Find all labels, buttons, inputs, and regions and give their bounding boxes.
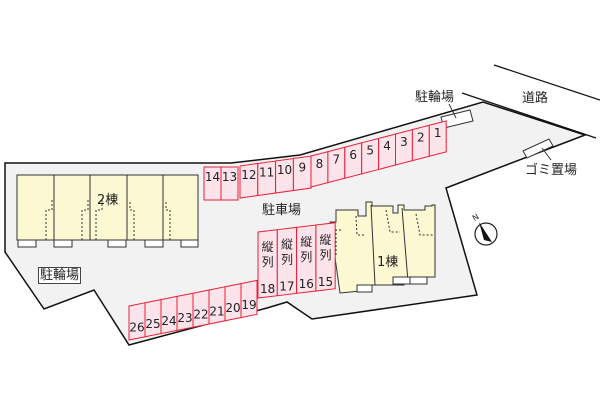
parking-space-number: 17 xyxy=(279,280,294,294)
parking-space-number: 22 xyxy=(193,308,208,322)
parking-space-note: 縦 xyxy=(262,240,274,254)
parking-space: 2 xyxy=(411,124,430,162)
road-label: 道路 xyxy=(522,91,549,106)
parking-space: 11 xyxy=(257,160,277,197)
parking-space-outline xyxy=(292,155,312,192)
parking-space-number: 4 xyxy=(383,139,391,153)
parking-space-number: 18 xyxy=(260,282,275,296)
parking-space-number: 15 xyxy=(318,275,333,289)
parking-space: 15 縦列 xyxy=(315,222,336,292)
parking-space-number: 12 xyxy=(241,168,256,182)
parking-space-number: 24 xyxy=(161,314,176,328)
parking-space: 1 xyxy=(428,120,447,157)
parking-space-outline xyxy=(428,120,447,157)
parking-space: 8 xyxy=(310,150,329,188)
parking-space-number: 16 xyxy=(299,277,314,291)
parking-space-number: 11 xyxy=(259,165,274,179)
garbage-box xyxy=(522,138,554,161)
parking-space-note: 列 xyxy=(281,253,293,267)
parking-space-number: 8 xyxy=(316,157,324,171)
parking-space-number: 23 xyxy=(177,311,192,325)
parking-space: 4 xyxy=(378,133,396,171)
parking-space: 21 xyxy=(208,286,226,325)
parking-space: 18 縦列 xyxy=(257,229,278,299)
parking-space: 12 xyxy=(239,162,259,199)
parking-space: 7 xyxy=(327,146,346,184)
parking-space: 20 xyxy=(224,282,242,322)
road-edge-near xyxy=(461,92,597,139)
parking-space-note: 列 xyxy=(262,255,274,269)
road-edge-far xyxy=(493,64,600,101)
parking-space-number: 6 xyxy=(349,148,357,162)
parking-space: 14 xyxy=(203,166,222,201)
parking-space-number: 13 xyxy=(222,170,237,184)
parking-space-number: 21 xyxy=(209,304,224,318)
parking-space-number: 5 xyxy=(366,144,374,158)
parking-space: 26 xyxy=(128,302,146,341)
garbage-label: ゴミ置場 xyxy=(525,163,578,178)
parking-space-number: 1 xyxy=(434,126,442,140)
building-2-label: 2棟 xyxy=(97,193,119,208)
parking-space: 24 xyxy=(160,295,178,335)
parking-space-outline xyxy=(220,166,239,201)
lot-outline xyxy=(4,101,588,346)
building-1-label: 1棟 xyxy=(377,255,399,270)
parking-space: 6 xyxy=(344,142,363,179)
parking-space-note: 縦 xyxy=(281,238,293,252)
parking-space: 10 xyxy=(275,157,294,194)
parking-space: 19 xyxy=(240,279,258,319)
building-1 xyxy=(329,201,436,294)
parking-label: 駐車場 xyxy=(262,203,302,218)
parking-space-number: 26 xyxy=(129,320,144,334)
parking-space: 3 xyxy=(395,128,413,166)
parking-space-number: 20 xyxy=(225,301,240,315)
parking-space: 23 xyxy=(176,292,194,332)
parking-space: 25 xyxy=(144,298,162,338)
parking-space-number: 2 xyxy=(417,130,425,144)
parking-space: 13 xyxy=(220,166,239,201)
bike-parking-left-label: 駐輪場 xyxy=(38,267,82,284)
parking-space: 16 縦列 xyxy=(296,224,317,294)
parking-space: 17 縦列 xyxy=(276,226,298,297)
parking-space-number: 7 xyxy=(333,152,341,166)
parking-space-note: 列 xyxy=(320,248,332,262)
parking-space-number: 25 xyxy=(145,317,160,331)
parking-space: 9 xyxy=(292,155,312,192)
parking-space: 5 xyxy=(361,137,380,175)
bike-parking-top-label: 駐輪場 xyxy=(415,90,455,105)
parking-space-note: 列 xyxy=(300,250,312,264)
parking-space-outline xyxy=(240,279,258,319)
parking-space-number: 9 xyxy=(298,160,306,174)
parking-space-number: 19 xyxy=(241,298,256,312)
parking-space: 22 xyxy=(192,289,210,328)
parking-space-outline xyxy=(315,222,336,292)
building-2 xyxy=(16,174,199,248)
parking-space-number: 3 xyxy=(400,135,408,149)
compass-icon xyxy=(474,222,498,246)
parking-space-note: 縦 xyxy=(300,235,312,249)
parking-space-note: 縦 xyxy=(320,233,332,247)
parking-space-number: 14 xyxy=(205,170,220,184)
parking-space-number: 10 xyxy=(277,163,292,177)
